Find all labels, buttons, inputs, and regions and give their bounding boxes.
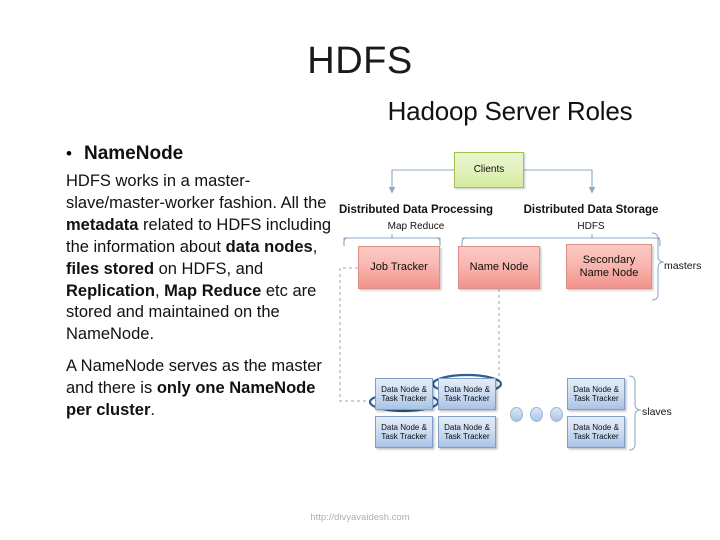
ellipsis-dot-icon <box>530 407 543 422</box>
masters-label: masters <box>664 260 702 272</box>
name-node-label: Name Node <box>469 261 529 274</box>
slave-node-box[interactable]: Data Node & Task Tracker <box>567 378 625 410</box>
slaves-label: slaves <box>642 406 672 418</box>
slave-line-2: Task Tracker <box>381 393 427 403</box>
bullet-item-namenode: • NameNode <box>66 143 341 165</box>
slave-node-box[interactable]: Data Node & Task Tracker <box>438 378 496 410</box>
clients-box[interactable]: Clients <box>454 152 524 188</box>
body-text-column: • NameNode HDFS works in a master-slave/… <box>66 143 341 432</box>
secondary-name-node-box[interactable]: Secondary Name Node <box>566 244 652 289</box>
slave-line-2: Task Tracker <box>444 431 490 441</box>
hadoop-server-roles-diagram: Hadoop Server Roles <box>330 96 720 496</box>
page-title: HDFS <box>307 40 413 82</box>
secondary-line-2: Name Node <box>579 266 639 279</box>
slave-line-1: Data Node & <box>444 384 490 394</box>
secondary-name-node-label: Secondary Name Node <box>580 254 639 279</box>
slave-line-1: Data Node & <box>444 422 490 432</box>
slave-line-1: Data Node & <box>573 422 619 432</box>
slave-node-box[interactable]: Data Node & Task Tracker <box>567 416 625 448</box>
name-node-box[interactable]: Name Node <box>458 246 540 289</box>
slave-line-2: Task Tracker <box>573 431 619 441</box>
slave-line-1: Data Node & <box>381 384 427 394</box>
ellipsis-dot-icon <box>510 407 523 422</box>
jobtracker-dashed-link <box>339 267 370 402</box>
secondary-line-1: Secondary <box>582 254 636 267</box>
section-label-processing: Distributed Data Processing <box>338 204 493 216</box>
job-tracker-label: Job Tracker <box>370 261 428 274</box>
slaves-bracket <box>628 375 642 451</box>
bullet-heading-label: NameNode <box>84 143 184 164</box>
slave-line-2: Task Tracker <box>444 393 490 403</box>
job-tracker-box[interactable]: Job Tracker <box>358 246 440 289</box>
slave-line-2: Task Tracker <box>573 393 619 403</box>
slave-line-2: Task Tracker <box>381 431 427 441</box>
footer-url: http://divyavaidesh.com <box>310 512 410 523</box>
slave-line-1: Data Node & <box>381 422 427 432</box>
bullet-dot-icon: • <box>66 144 72 163</box>
slave-node-box[interactable]: Data Node & Task Tracker <box>375 378 433 410</box>
clients-box-label: Clients <box>473 164 505 176</box>
masters-bracket <box>651 232 665 301</box>
paragraph-two: A NameNode serves as the master and ther… <box>66 357 322 420</box>
slave-node-box[interactable]: Data Node & Task Tracker <box>375 416 433 448</box>
section-sublabel-mapreduce: Map Reduce <box>387 221 445 232</box>
slave-line-1: Data Node & <box>573 384 619 394</box>
paragraph-one: HDFS works in a master-slave/master-work… <box>66 171 332 344</box>
diagram-title: Hadoop Server Roles <box>387 96 633 126</box>
namenode-dashed-link <box>498 289 502 387</box>
slave-node-box[interactable]: Data Node & Task Tracker <box>438 416 496 448</box>
section-label-storage: Distributed Data Storage <box>523 204 659 216</box>
section-sublabel-hdfs: HDFS <box>577 221 605 232</box>
ellipsis-dot-icon <box>550 407 563 422</box>
